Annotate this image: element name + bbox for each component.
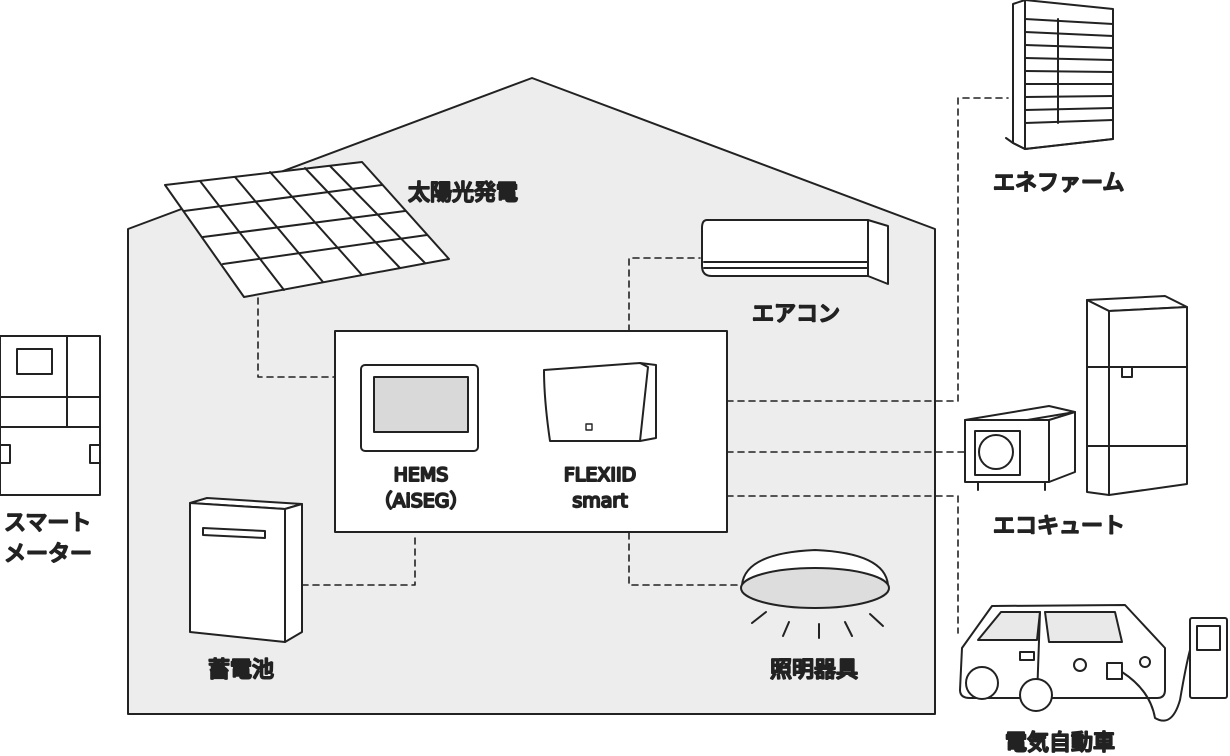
lighting-label: 照明器具 [770, 658, 858, 683]
hems-monitor-icon [360, 364, 479, 452]
storage-battery-icon [189, 497, 303, 643]
line-aircon [628, 257, 701, 332]
smart-meter-label-line1: スマート [4, 511, 91, 536]
solar-label: 太陽光発電 [408, 181, 518, 206]
smart-meter-icon [0, 335, 101, 496]
hems-label-line2: （AiSEG） [373, 490, 468, 512]
solar-panel-icon [164, 161, 450, 298]
eco-cute-icon [964, 295, 1188, 496]
flexiid-device-icon [543, 362, 657, 442]
battery-label: 蓄電池 [208, 658, 274, 683]
hems-label-line1: HEMS [394, 464, 449, 486]
air-conditioner-icon [701, 219, 889, 285]
line-ene-farm [726, 97, 1009, 402]
ev-label: 電気自動車 [1005, 731, 1115, 756]
smart-meter-label-line2: メーター [4, 542, 92, 567]
ceiling-light-icon [740, 549, 890, 639]
flexiid-label-line1: FLEXIID [564, 464, 636, 486]
line-solar [257, 297, 336, 378]
aircon-label: エアコン [752, 302, 840, 327]
ene-farm-label: エネファーム [993, 171, 1124, 196]
flexiid-label-line2: smart [572, 490, 627, 512]
electric-vehicle-icon [959, 604, 1228, 722]
ene-farm-icon [1005, 0, 1114, 150]
connection-lines [257, 97, 1009, 634]
line-lighting [628, 532, 743, 586]
eco-cute-label: エコキュート [993, 514, 1125, 539]
line-battery [301, 532, 416, 586]
line-ev [726, 495, 959, 634]
